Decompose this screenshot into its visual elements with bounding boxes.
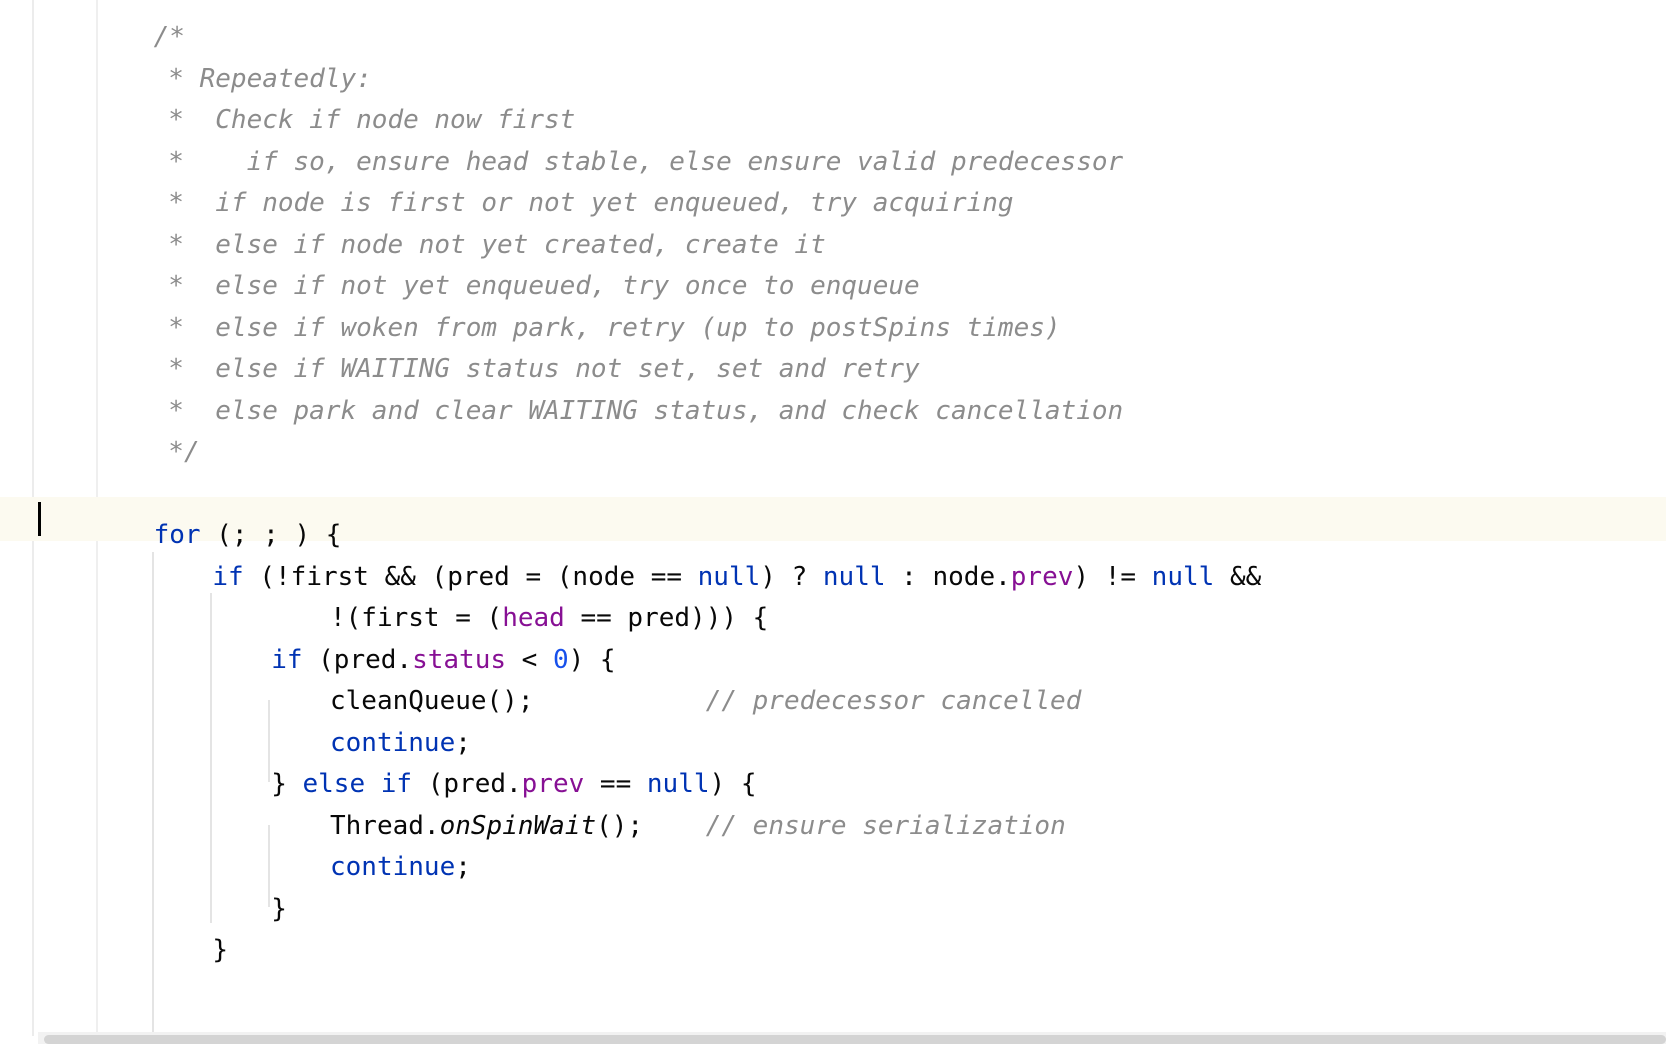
code-token: ) { xyxy=(568,644,616,675)
indent-guide-if-status xyxy=(268,700,270,782)
code-token: : node. xyxy=(885,561,1011,592)
code-token: ) != xyxy=(1073,561,1152,592)
code-token: } xyxy=(212,935,229,965)
code-token: * if so, ensure head stable, else ensure… xyxy=(168,146,1124,177)
code-line[interactable]: * else park and clear WAITING status, an… xyxy=(168,389,1123,433)
indent-guide-if-condition xyxy=(210,593,212,923)
code-line[interactable]: * else if not yet enqueued, try once to … xyxy=(168,264,919,308)
code-token: for xyxy=(153,520,201,550)
code-token: null xyxy=(822,561,886,592)
code-token: if xyxy=(212,561,244,592)
code-token: (pred. xyxy=(412,769,522,799)
code-token: } xyxy=(271,893,287,924)
code-token: ) { xyxy=(709,769,757,799)
code-token: onSpinWait xyxy=(439,810,597,841)
code-token: * else if woken from park, retry (up to … xyxy=(168,312,1061,343)
code-line[interactable]: !(first = (head == pred))) { xyxy=(330,596,768,640)
code-token: == pred))) { xyxy=(564,603,769,633)
code-line[interactable]: */ xyxy=(168,430,199,474)
code-token: && xyxy=(1214,561,1262,592)
code-line[interactable]: } xyxy=(212,928,228,972)
code-token: */ xyxy=(168,437,200,467)
indent-guide-else-if xyxy=(268,825,270,907)
code-token: // predecessor cancelled xyxy=(705,686,1082,716)
code-token: ; xyxy=(455,852,471,882)
code-line[interactable]: * Repeatedly: xyxy=(168,57,372,101)
code-line[interactable]: if (!first && (pred = (node == null) ? n… xyxy=(212,555,1261,599)
code-line[interactable]: * if node is first or not yet enqueued, … xyxy=(168,181,1013,225)
code-token: !(first = ( xyxy=(330,603,503,633)
code-token: prev xyxy=(521,769,585,799)
code-line[interactable]: } else if (pred.prev == null) { xyxy=(271,762,756,806)
code-line[interactable]: for (; ; ) { xyxy=(154,513,342,557)
code-token: prev xyxy=(1010,561,1074,592)
current-line-highlight xyxy=(0,497,1666,541)
code-token: else if xyxy=(302,769,413,799)
code-line[interactable]: * else if node not yet created, create i… xyxy=(168,223,825,267)
code-line[interactable]: cleanQueue(); // predecessor cancelled xyxy=(330,679,1081,723)
code-line[interactable]: * Check if node now first xyxy=(168,98,575,142)
code-line[interactable]: * else if woken from park, retry (up to … xyxy=(168,306,1060,350)
code-token: null xyxy=(697,561,761,592)
code-token: * else if not yet enqueued, try once to … xyxy=(168,271,920,301)
code-token: null xyxy=(646,769,710,799)
code-token: * if node is first or not yet enqueued, … xyxy=(168,188,1014,218)
code-line[interactable]: } xyxy=(271,887,287,931)
code-token: /* xyxy=(153,22,185,52)
code-token: null xyxy=(1151,561,1215,592)
code-token: ; xyxy=(455,727,471,758)
code-token: * Repeatedly: xyxy=(168,63,372,94)
code-token: 0 xyxy=(552,644,569,675)
code-line[interactable]: if (pred.status < 0) { xyxy=(271,638,615,682)
code-token: * Check if node now first xyxy=(168,105,576,135)
code-token: ) ? xyxy=(760,561,823,592)
code-token: < xyxy=(506,644,553,675)
code-token: status xyxy=(412,644,506,675)
code-line[interactable]: continue; xyxy=(330,845,471,889)
code-line[interactable]: continue; xyxy=(330,721,471,765)
code-line[interactable]: Thread.onSpinWait(); // ensure serializa… xyxy=(330,804,1066,848)
code-token: (); xyxy=(596,810,706,841)
code-token: cleanQueue(); xyxy=(330,686,706,716)
code-token: (!first && (pred = (node == xyxy=(243,561,698,592)
code-token: // ensure serialization xyxy=(705,810,1066,841)
code-line[interactable]: * else if WAITING status not set, set an… xyxy=(168,347,919,391)
code-token: head xyxy=(502,603,565,633)
code-token: * else park and clear WAITING status, an… xyxy=(168,395,1124,426)
code-token: (; ; ) { xyxy=(200,520,342,550)
text-caret xyxy=(38,502,41,536)
code-token: (pred. xyxy=(302,644,413,675)
indent-guide-for xyxy=(152,552,154,1036)
horizontal-scrollbar-thumb[interactable] xyxy=(44,1035,1666,1044)
code-line[interactable]: * if so, ensure head stable, else ensure… xyxy=(168,140,1123,184)
code-token: * else if WAITING status not set, set an… xyxy=(168,354,920,384)
code-token: continue xyxy=(330,852,456,882)
code-token: } xyxy=(271,769,303,799)
code-token: continue xyxy=(330,727,456,758)
code-token: Thread. xyxy=(330,810,440,841)
code-token: * else if node not yet created, create i… xyxy=(168,229,826,260)
code-line[interactable]: /* xyxy=(154,15,185,59)
code-token: if xyxy=(271,644,303,675)
code-token: == xyxy=(584,769,647,799)
